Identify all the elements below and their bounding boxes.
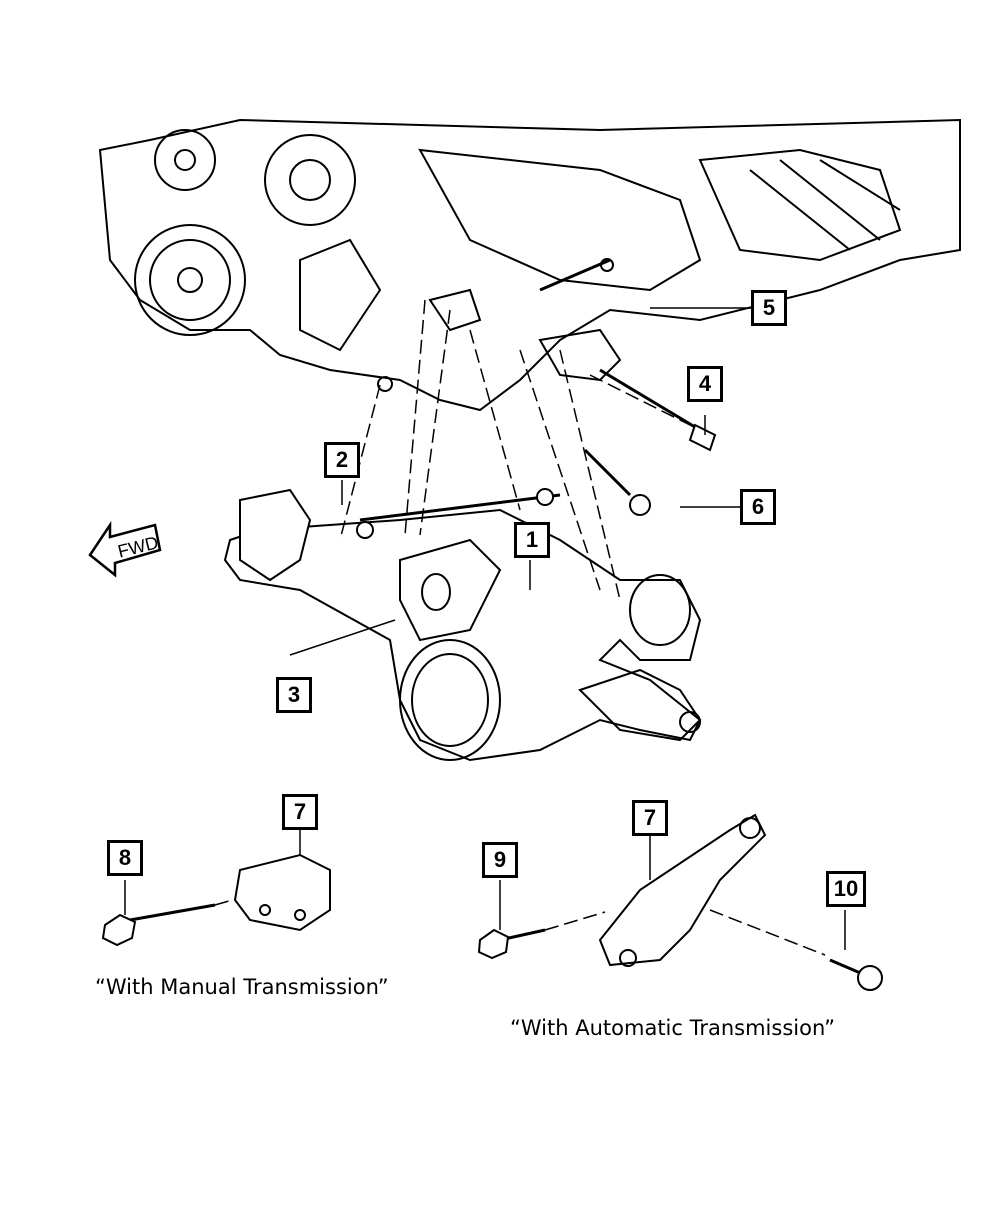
callout-4[interactable]: 4 (687, 366, 723, 402)
callout-3[interactable]: 3 (276, 677, 312, 713)
fasteners-upper (583, 368, 717, 516)
manual-transmission-mount (101, 853, 331, 947)
callout-8[interactable]: 8 (107, 840, 143, 876)
callout-9[interactable]: 9 (482, 842, 518, 878)
callout-7-manual[interactable]: 7 (282, 794, 318, 830)
callout-1[interactable]: 1 (514, 522, 550, 558)
callout-6[interactable]: 6 (740, 489, 776, 525)
caption-automatic-transmission: “With Automatic Transmission” (510, 1016, 835, 1040)
callout-7-automatic[interactable]: 7 (632, 800, 668, 836)
assembly-lines (214, 299, 826, 956)
caption-manual-transmission: “With Manual Transmission” (95, 975, 389, 999)
callout-5[interactable]: 5 (751, 290, 787, 326)
front-axle-assembly (223, 488, 702, 762)
callout-10[interactable]: 10 (826, 871, 866, 907)
automatic-transmission-mount (477, 813, 883, 991)
engine-assembly (98, 118, 961, 412)
callout-2[interactable]: 2 (324, 442, 360, 478)
leader-lines (124, 307, 846, 950)
forward-direction-arrow-icon: FWD (88, 520, 162, 578)
